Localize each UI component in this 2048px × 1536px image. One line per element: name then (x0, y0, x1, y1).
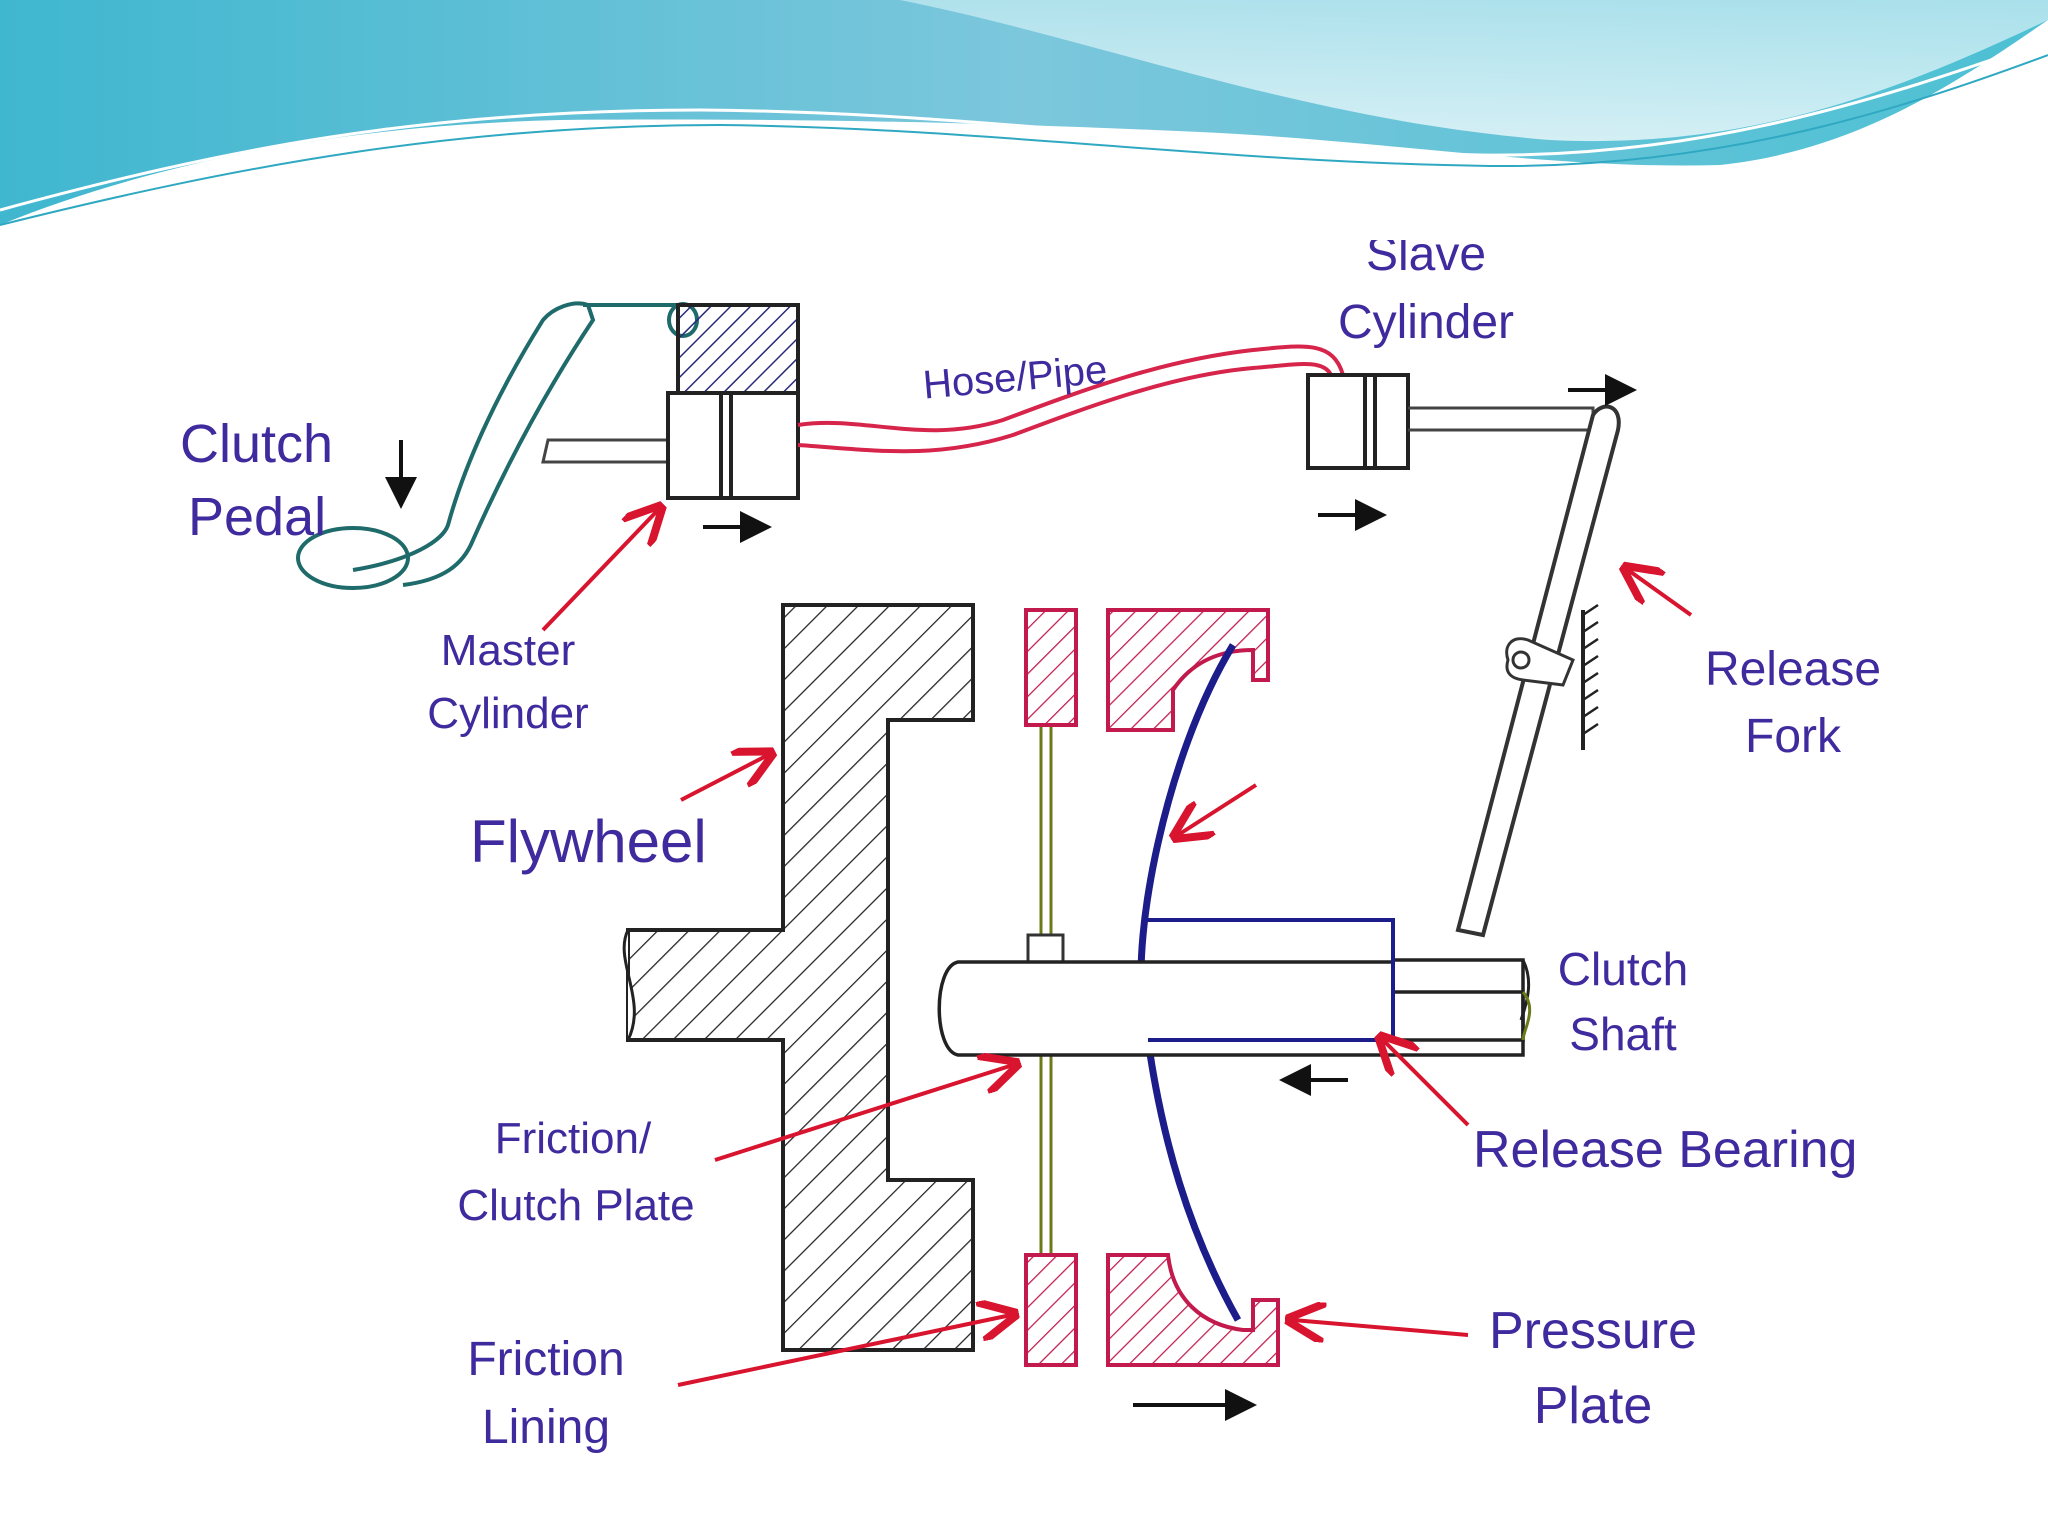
friction-lining-label-2: Lining (482, 1401, 610, 1454)
clutch-shaft-label-2: Shaft (1569, 1008, 1677, 1060)
master-cylinder-label-2: Cylinder (427, 689, 588, 738)
pressure-plate-label-2: Plate (1534, 1377, 1653, 1435)
release-fork-label-1: Release (1705, 643, 1881, 696)
clutch-pedal-label-1: Clutch (180, 414, 333, 474)
flywheel (622, 603, 975, 1352)
friction-clutch-plate-label-2: Clutch Plate (457, 1181, 694, 1230)
header-wave (0, 0, 2048, 226)
pressure-plate (1106, 608, 1280, 1367)
slave-cylinder (1306, 373, 1595, 470)
clutch-pedal (296, 301, 715, 590)
flywheel-label: Flywheel (470, 808, 707, 875)
release-bearing (1148, 918, 1395, 1042)
friction-lining (1024, 608, 1078, 1367)
slave-cylinder-label-2: Cylinder (1338, 296, 1514, 349)
master-cylinder (666, 303, 800, 500)
clutch-diagram: Slave Cylinder Hose/Pipe Clutch Pedal Ma… (180, 228, 1881, 1454)
release-bearing-label: Release Bearing (1473, 1121, 1857, 1179)
master-cylinder-label-1: Master (441, 626, 575, 675)
hose-pipe-label: Hose/Pipe (921, 348, 1109, 408)
slave-cylinder-label-1: Slave (1366, 240, 1486, 281)
friction-clutch-plate-label-1: Friction/ (495, 1114, 652, 1163)
clutch-shaft-label-1: Clutch (1558, 943, 1688, 995)
diagram-panel: Slave Cylinder Hose/Pipe Clutch Pedal Ma… (103, 228, 1925, 1480)
clutch-pedal-label-2: Pedal (188, 487, 326, 547)
release-fork-label-2: Fork (1745, 710, 1842, 763)
pressure-plate-label-1: Pressure (1489, 1302, 1697, 1360)
motion-arrows (385, 374, 1637, 1421)
release-fork (1455, 404, 1621, 938)
friction-lining-label-1: Friction (467, 1333, 624, 1386)
pointer-arrows (541, 510, 1693, 1387)
hose-pipe (797, 344, 1345, 454)
